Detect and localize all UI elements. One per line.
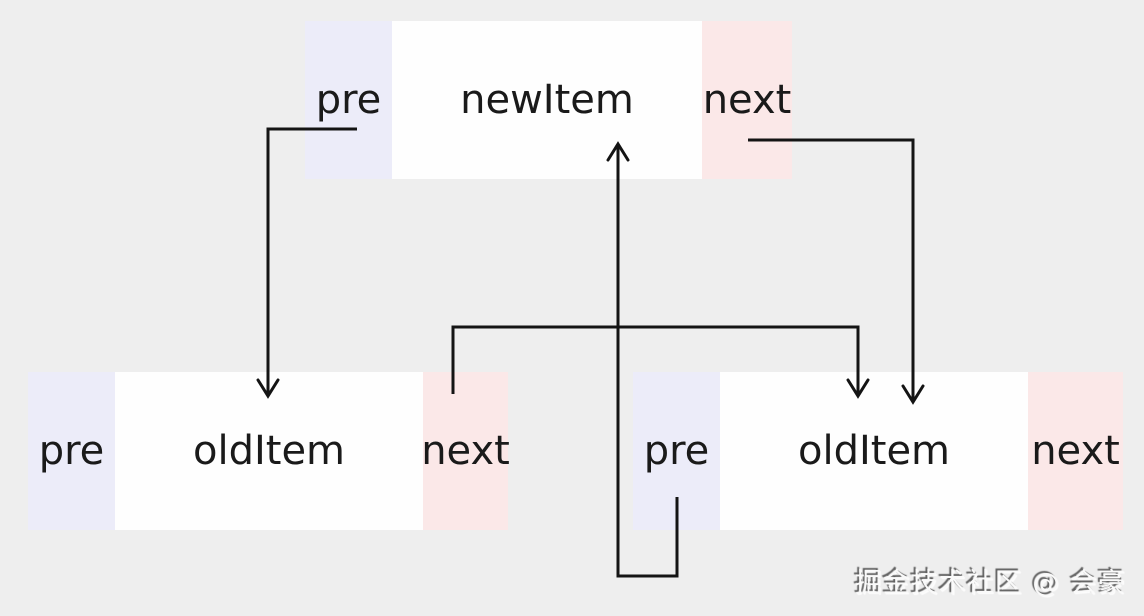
- olditem-right-next-cell: next: [1028, 372, 1123, 530]
- node-olditem-left: pre oldItem next: [28, 372, 510, 530]
- newitem-pre-cell: pre: [305, 21, 392, 179]
- newitem-next-cell: next: [702, 21, 792, 179]
- olditem-left-next-cell: next: [421, 372, 510, 530]
- edge-newitem-next-to-olditem-right: [748, 138, 925, 405]
- newitem-label-cell: newItem: [392, 21, 702, 179]
- olditem-right-pre-cell: pre: [633, 372, 720, 530]
- watermark-text: 掘金技术社区 @ 会豪: [854, 568, 1126, 599]
- olditem-right-label-cell: oldItem: [720, 372, 1028, 530]
- node-olditem-right: pre oldItem next: [633, 372, 1123, 530]
- olditem-left-label-cell: oldItem: [115, 372, 423, 530]
- olditem-left-pre-cell: pre: [28, 372, 115, 530]
- node-newitem: pre newItem next: [305, 21, 792, 179]
